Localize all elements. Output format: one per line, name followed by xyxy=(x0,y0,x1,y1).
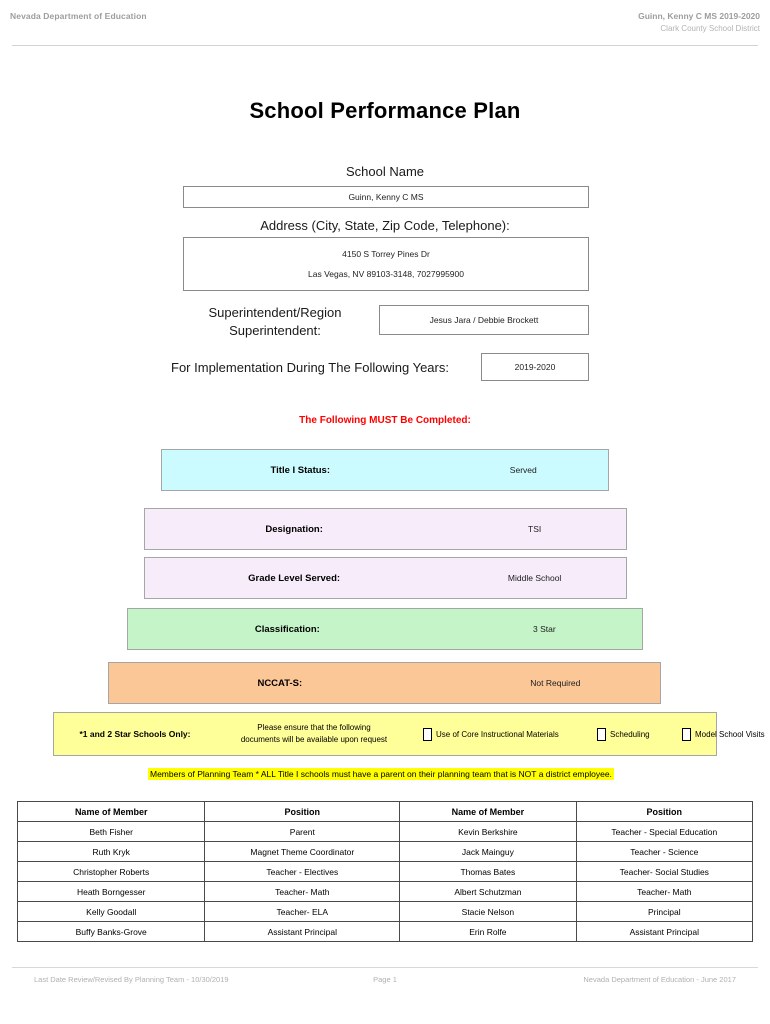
member-name-cell[interactable]: Thomas Bates xyxy=(399,861,577,882)
member-position-cell[interactable]: Teacher- Social Studies xyxy=(575,861,754,882)
header-school-year: Guinn, Kenny C MS 2019-2020 xyxy=(638,11,760,21)
header-district-name: Clark County School District xyxy=(660,24,760,33)
superintendent-label-line2: Superintendent: xyxy=(229,323,321,338)
star-schools-note-line2: documents will be available upon request xyxy=(240,735,388,744)
header-agency-name: Nevada Department of Education xyxy=(10,11,147,21)
member-position-cell[interactable]: Teacher- Math xyxy=(575,881,754,902)
footer-source: Nevada Department of Education - June 20… xyxy=(583,975,736,984)
address-label: Address (City, State, Zip Code, Telephon… xyxy=(260,218,510,233)
banner-designation[interactable]: Designation: TSI xyxy=(144,508,627,550)
footer-page-number: Page 1 xyxy=(373,975,397,984)
member-position-cell[interactable]: Principal xyxy=(575,901,754,922)
superintendent-field[interactable]: Jesus Jara / Debbie Brockett xyxy=(379,305,589,335)
star-schools-row: *1 and 2 Star Schools Only: Please ensur… xyxy=(53,712,765,756)
implementation-years-label: For Implementation During The Following … xyxy=(171,360,449,375)
member-name-cell[interactable]: Heath Borngesser xyxy=(16,881,206,902)
member-name-cell[interactable]: Erin Rolfe xyxy=(399,921,577,942)
member-position-cell[interactable]: Teacher - Special Education xyxy=(575,821,754,842)
member-position-cell[interactable]: Parent xyxy=(204,821,401,842)
planning-team-note: Members of Planning Team * ALL Title I s… xyxy=(148,768,614,780)
superintendent-label: Superintendent/Region Superintendent: xyxy=(175,304,375,340)
banner-designation-label: Designation: xyxy=(265,523,323,535)
checkbox-icon[interactable] xyxy=(423,727,432,741)
banner-nccat-s-label: NCCAT-S: xyxy=(257,677,303,689)
footer-last-review-date: Last Date Review/Revised By Planning Tea… xyxy=(34,975,229,984)
school-name-field[interactable]: Guinn, Kenny C MS xyxy=(183,186,589,208)
member-name-cell[interactable]: Kelly Goodall xyxy=(16,901,206,922)
banner-title-i-status[interactable]: Title I Status: Served xyxy=(161,449,609,491)
member-position-cell[interactable]: Magnet Theme Coordinator xyxy=(204,841,401,862)
footer-divider xyxy=(12,967,758,968)
page-header: Nevada Department of Education Guinn, Ke… xyxy=(0,0,770,46)
banner-classification-value: 3 Star xyxy=(533,624,556,634)
member-name-cell[interactable]: Albert Schutzman xyxy=(399,881,577,902)
page-title: School Performance Plan xyxy=(249,98,521,123)
member-name-cell[interactable]: Beth Fisher xyxy=(16,821,206,842)
address-field[interactable]: 4150 S Torrey Pines Dr Las Vegas, NV 891… xyxy=(183,237,589,291)
banner-classification-label: Classification: xyxy=(254,623,320,635)
banner-designation-value: TSI xyxy=(528,524,542,534)
member-position-cell[interactable]: Teacher - Science xyxy=(575,841,754,862)
star-schools-title: *1 and 2 Star Schools Only: xyxy=(79,729,191,739)
checkbox-model-school-visits-label: Model School Visits xyxy=(695,729,765,739)
member-name-cell[interactable]: Stacie Nelson xyxy=(399,901,577,922)
banner-classification[interactable]: Classification: 3 Star xyxy=(127,608,643,650)
banner-title-i-status-value: Served xyxy=(509,465,537,475)
member-position-cell[interactable]: Assistant Principal xyxy=(575,921,754,942)
planning-team-table: Name of Member Position Name of Member P… xyxy=(16,801,754,942)
star-schools-note-line1: Please ensure that the following xyxy=(257,723,371,732)
checkbox-scheduling[interactable]: Scheduling xyxy=(597,713,650,755)
member-name-cell[interactable]: Jack Mainguy xyxy=(399,841,577,862)
column-header-position-2: Position xyxy=(575,801,754,822)
superintendent-value: Jesus Jara / Debbie Brockett xyxy=(429,315,539,325)
table-header-row: Name of Member Position Name of Member P… xyxy=(16,801,754,822)
member-position-cell[interactable]: Assistant Principal xyxy=(204,921,401,942)
checkbox-icon[interactable] xyxy=(682,727,691,741)
banner-grade-level-served-value: Middle School xyxy=(507,573,562,583)
school-name-value: Guinn, Kenny C MS xyxy=(348,192,424,202)
member-name-cell[interactable]: Buffy Banks-Grove xyxy=(16,921,206,942)
member-name-cell[interactable]: Ruth Kryk xyxy=(16,841,206,862)
banner-title-i-status-label: Title I Status: xyxy=(270,464,330,476)
checkbox-core-instructional-materials-label: Use of Core Instructional Materials xyxy=(436,729,559,739)
column-header-name-1: Name of Member xyxy=(16,801,206,822)
column-header-position-1: Position xyxy=(204,801,401,822)
member-name-cell[interactable]: Christopher Roberts xyxy=(16,861,206,882)
banner-grade-level-served-label: Grade Level Served: xyxy=(248,572,341,584)
checkbox-model-school-visits[interactable]: Model School Visits xyxy=(682,713,765,755)
banner-nccat-s-value: Not Required xyxy=(530,678,581,688)
superintendent-label-line1: Superintendent/Region xyxy=(208,305,342,320)
column-header-name-2: Name of Member xyxy=(399,801,577,822)
member-position-cell[interactable]: Teacher- Math xyxy=(204,881,401,902)
must-complete-notice: The Following MUST Be Completed: xyxy=(299,415,471,426)
checkbox-icon[interactable] xyxy=(597,727,606,741)
implementation-years-value: 2019-2020 xyxy=(514,362,556,372)
banner-nccat-s[interactable]: NCCAT-S: Not Required xyxy=(108,662,661,704)
member-position-cell[interactable]: Teacher - Electives xyxy=(204,861,401,882)
school-name-label: School Name xyxy=(345,164,425,179)
star-schools-note: Please ensure that the following documen… xyxy=(214,713,414,755)
checkbox-core-instructional-materials[interactable]: Use of Core Instructional Materials xyxy=(423,713,559,755)
address-street: 4150 S Torrey Pines Dr xyxy=(342,249,430,259)
header-divider xyxy=(12,45,758,46)
address-city-state: Las Vegas, NV 89103-3148, 7027995900 xyxy=(308,269,464,279)
member-position-cell[interactable]: Teacher- ELA xyxy=(204,901,401,922)
member-name-cell[interactable]: Kevin Berkshire xyxy=(399,821,577,842)
implementation-years-field[interactable]: 2019-2020 xyxy=(481,353,589,381)
checkbox-scheduling-label: Scheduling xyxy=(610,729,650,739)
banner-grade-level-served[interactable]: Grade Level Served: Middle School xyxy=(144,557,627,599)
